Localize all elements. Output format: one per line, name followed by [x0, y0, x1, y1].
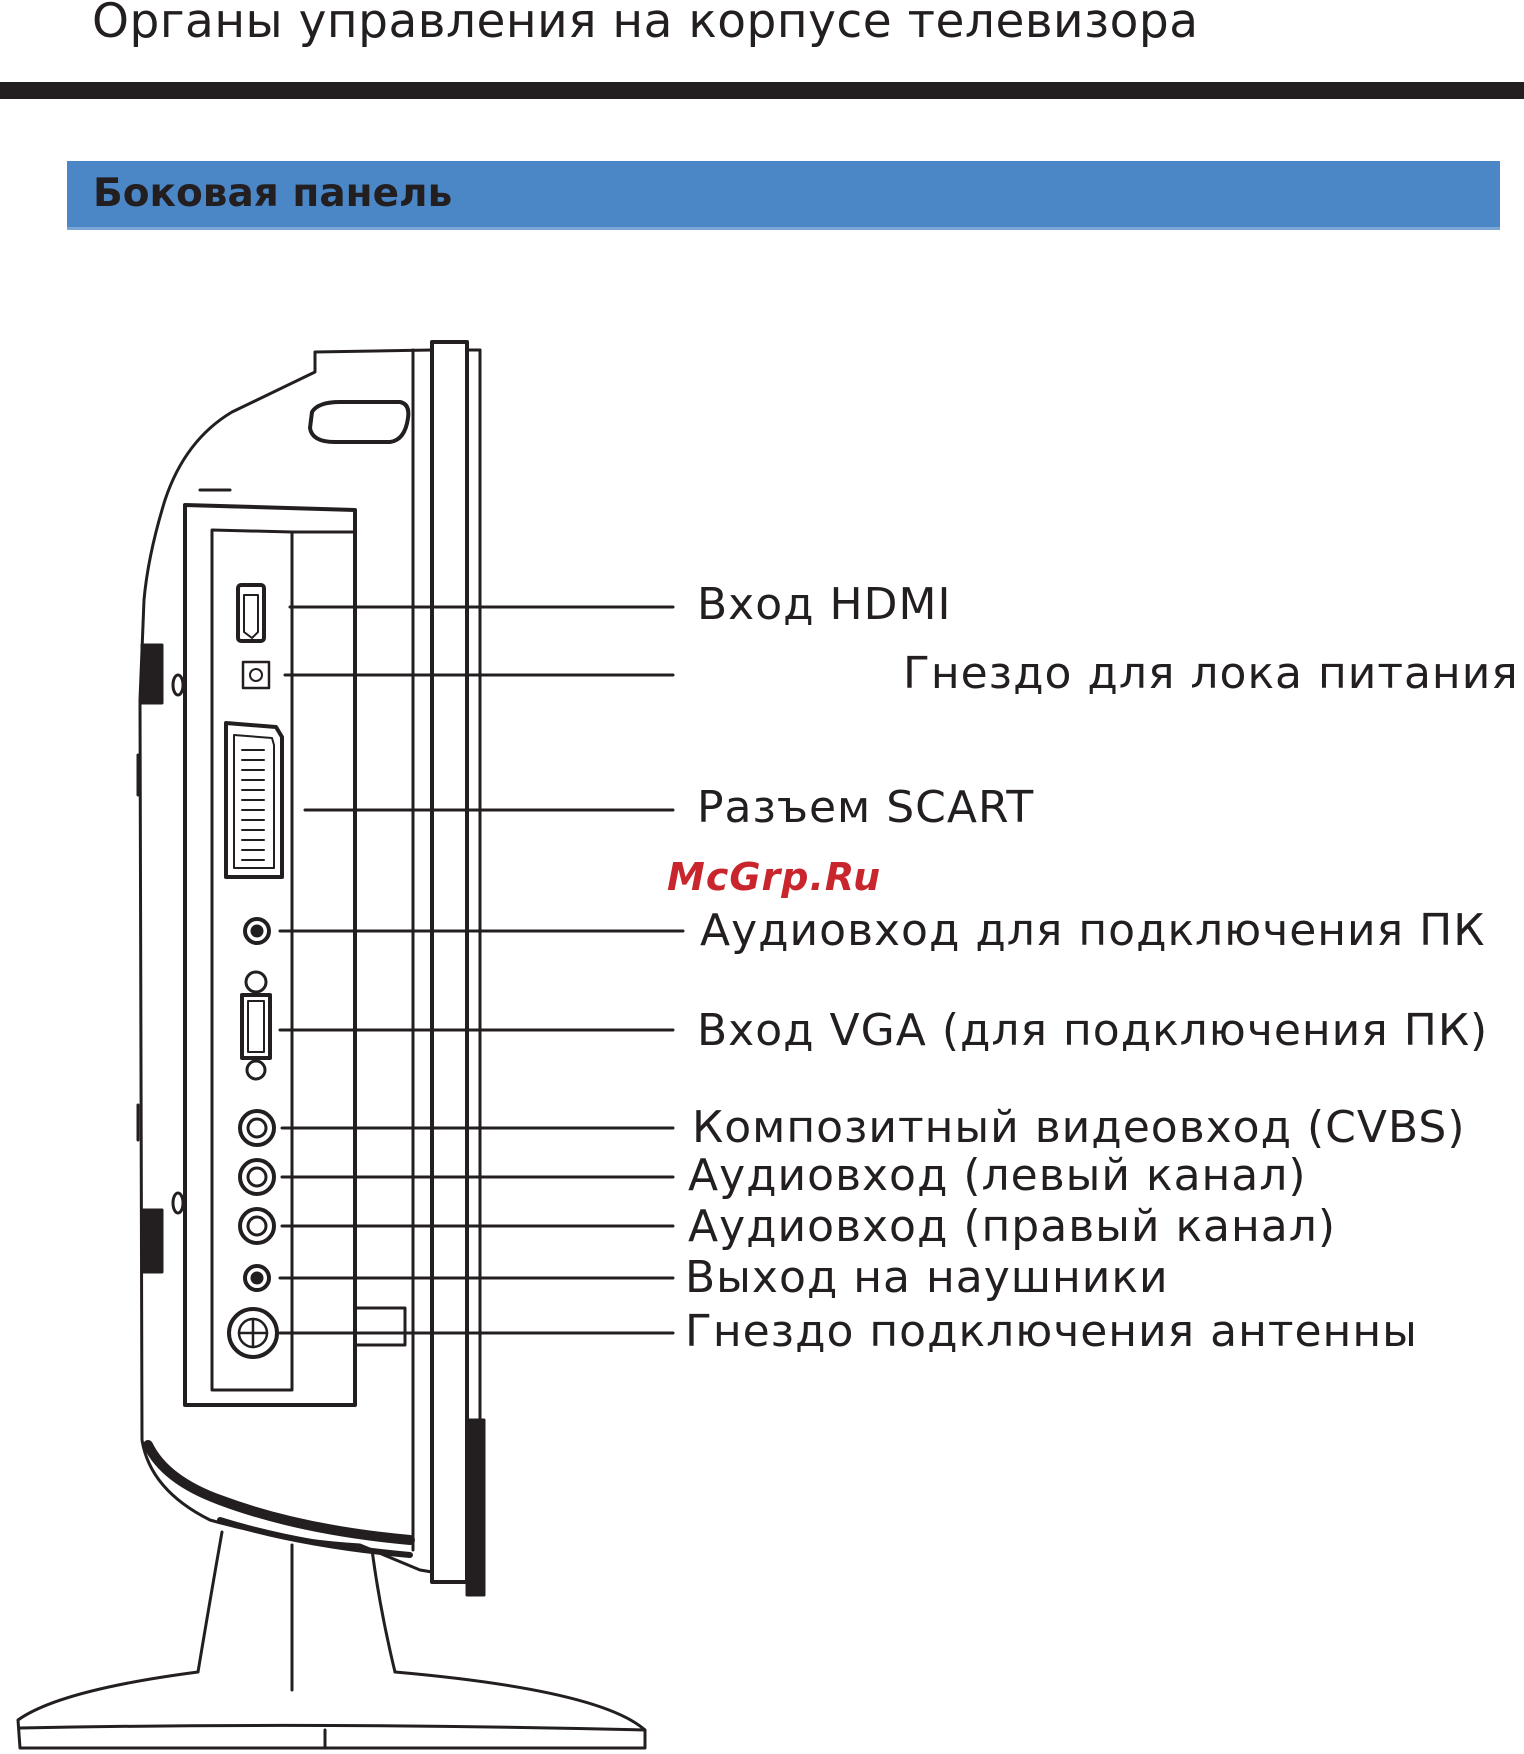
callout-cvbs: Композитный видеовход (CVBS): [692, 1106, 1466, 1150]
callout-audio-right: Аудиовход (правый канал): [688, 1205, 1336, 1249]
watermark: McGrp.Ru: [667, 855, 881, 899]
callout-headphones: Выход на наушники: [685, 1256, 1169, 1300]
callout-hdmi-input: Вход HDMI: [697, 583, 951, 627]
callout-scart: Разъем SCART: [697, 786, 1034, 830]
callout-power-jack: Гнездо для лока питания: [903, 652, 1519, 696]
callout-vga: Вход VGA (для подключения ПК): [697, 1009, 1488, 1053]
tv-front-bezel: [432, 342, 484, 1595]
callout-antenna: Гнездо подключения антенны: [685, 1310, 1418, 1354]
connector-panel: [185, 490, 355, 1405]
callout-pc-audio: Аудиовход для подключения ПК: [700, 909, 1485, 953]
tv-stand: [18, 1532, 645, 1748]
callout-audio-left: Аудиовход (левый канал): [688, 1154, 1307, 1198]
